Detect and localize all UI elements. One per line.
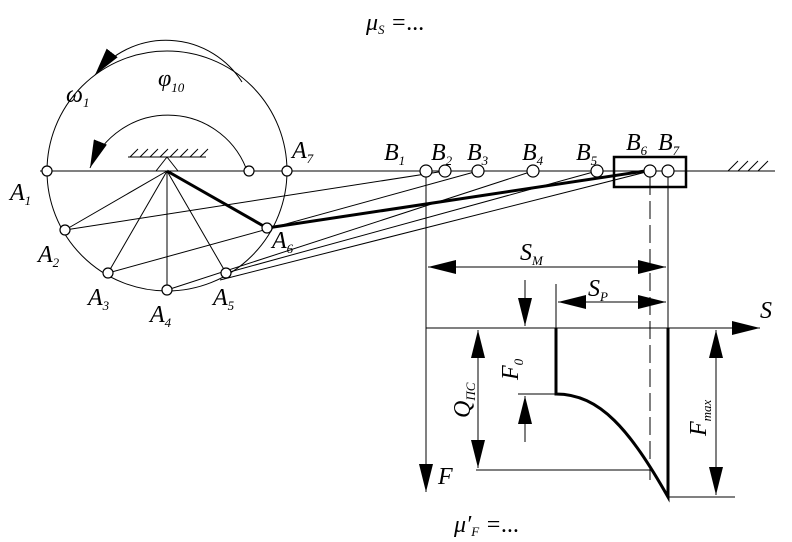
mu-s-main: μ	[365, 10, 378, 36]
mu-f-sub: F	[470, 524, 480, 539]
slider-guide-support	[727, 160, 769, 172]
phi-label: φ10	[158, 66, 185, 95]
label-b1: B1	[384, 140, 405, 168]
mu-s-rest: =...	[385, 10, 425, 36]
omega-rotation-arrow	[94, 39, 243, 83]
label-a1: A1	[8, 180, 31, 208]
label-a6: A6	[270, 228, 294, 256]
label-a3: A3	[86, 285, 110, 313]
f-axis-label: F	[437, 464, 453, 490]
label-a2: A2	[36, 242, 60, 270]
mu-s-sub: S	[378, 22, 385, 37]
force-curve	[554, 328, 670, 503]
label-b7: B7	[658, 130, 680, 158]
f-max-label: Fmax	[686, 399, 714, 437]
crank-pivot-support	[128, 148, 209, 172]
f0-label: F0	[498, 358, 526, 381]
connecting-rod-positions	[47, 170, 668, 291]
omega-label: ω1	[66, 82, 89, 110]
label-a5: A5	[211, 285, 235, 313]
slider-point-labels: B1 B2 B3 B4 B5 B6 B7	[384, 130, 680, 168]
mu-s-label: μS =...	[365, 10, 425, 37]
phi-angle-arrow	[89, 114, 247, 169]
mu-f-rest: =...	[479, 512, 519, 538]
label-b4: B4	[522, 140, 544, 168]
current-linkage-position	[166, 169, 646, 230]
crank-point-labels: A1 A2 A3 A4 A5 A6 A7	[8, 138, 314, 330]
label-a4: A4	[148, 302, 172, 330]
label-a7: A7	[290, 138, 314, 166]
s-m-label: SM	[520, 240, 544, 268]
s-axis-label: S	[760, 298, 772, 324]
label-b2: B2	[431, 140, 453, 168]
crank-points	[41, 165, 293, 296]
s-p-label: SP	[588, 276, 608, 304]
mu-f-main: μ′	[453, 512, 472, 538]
crank-radii	[64, 170, 227, 290]
q-ps-label: QПС	[450, 382, 478, 418]
label-b5: B5	[576, 140, 598, 168]
label-b3: B3	[467, 140, 489, 168]
mu-f-label: μ′F =...	[453, 512, 519, 539]
label-b6: B6	[626, 130, 648, 158]
